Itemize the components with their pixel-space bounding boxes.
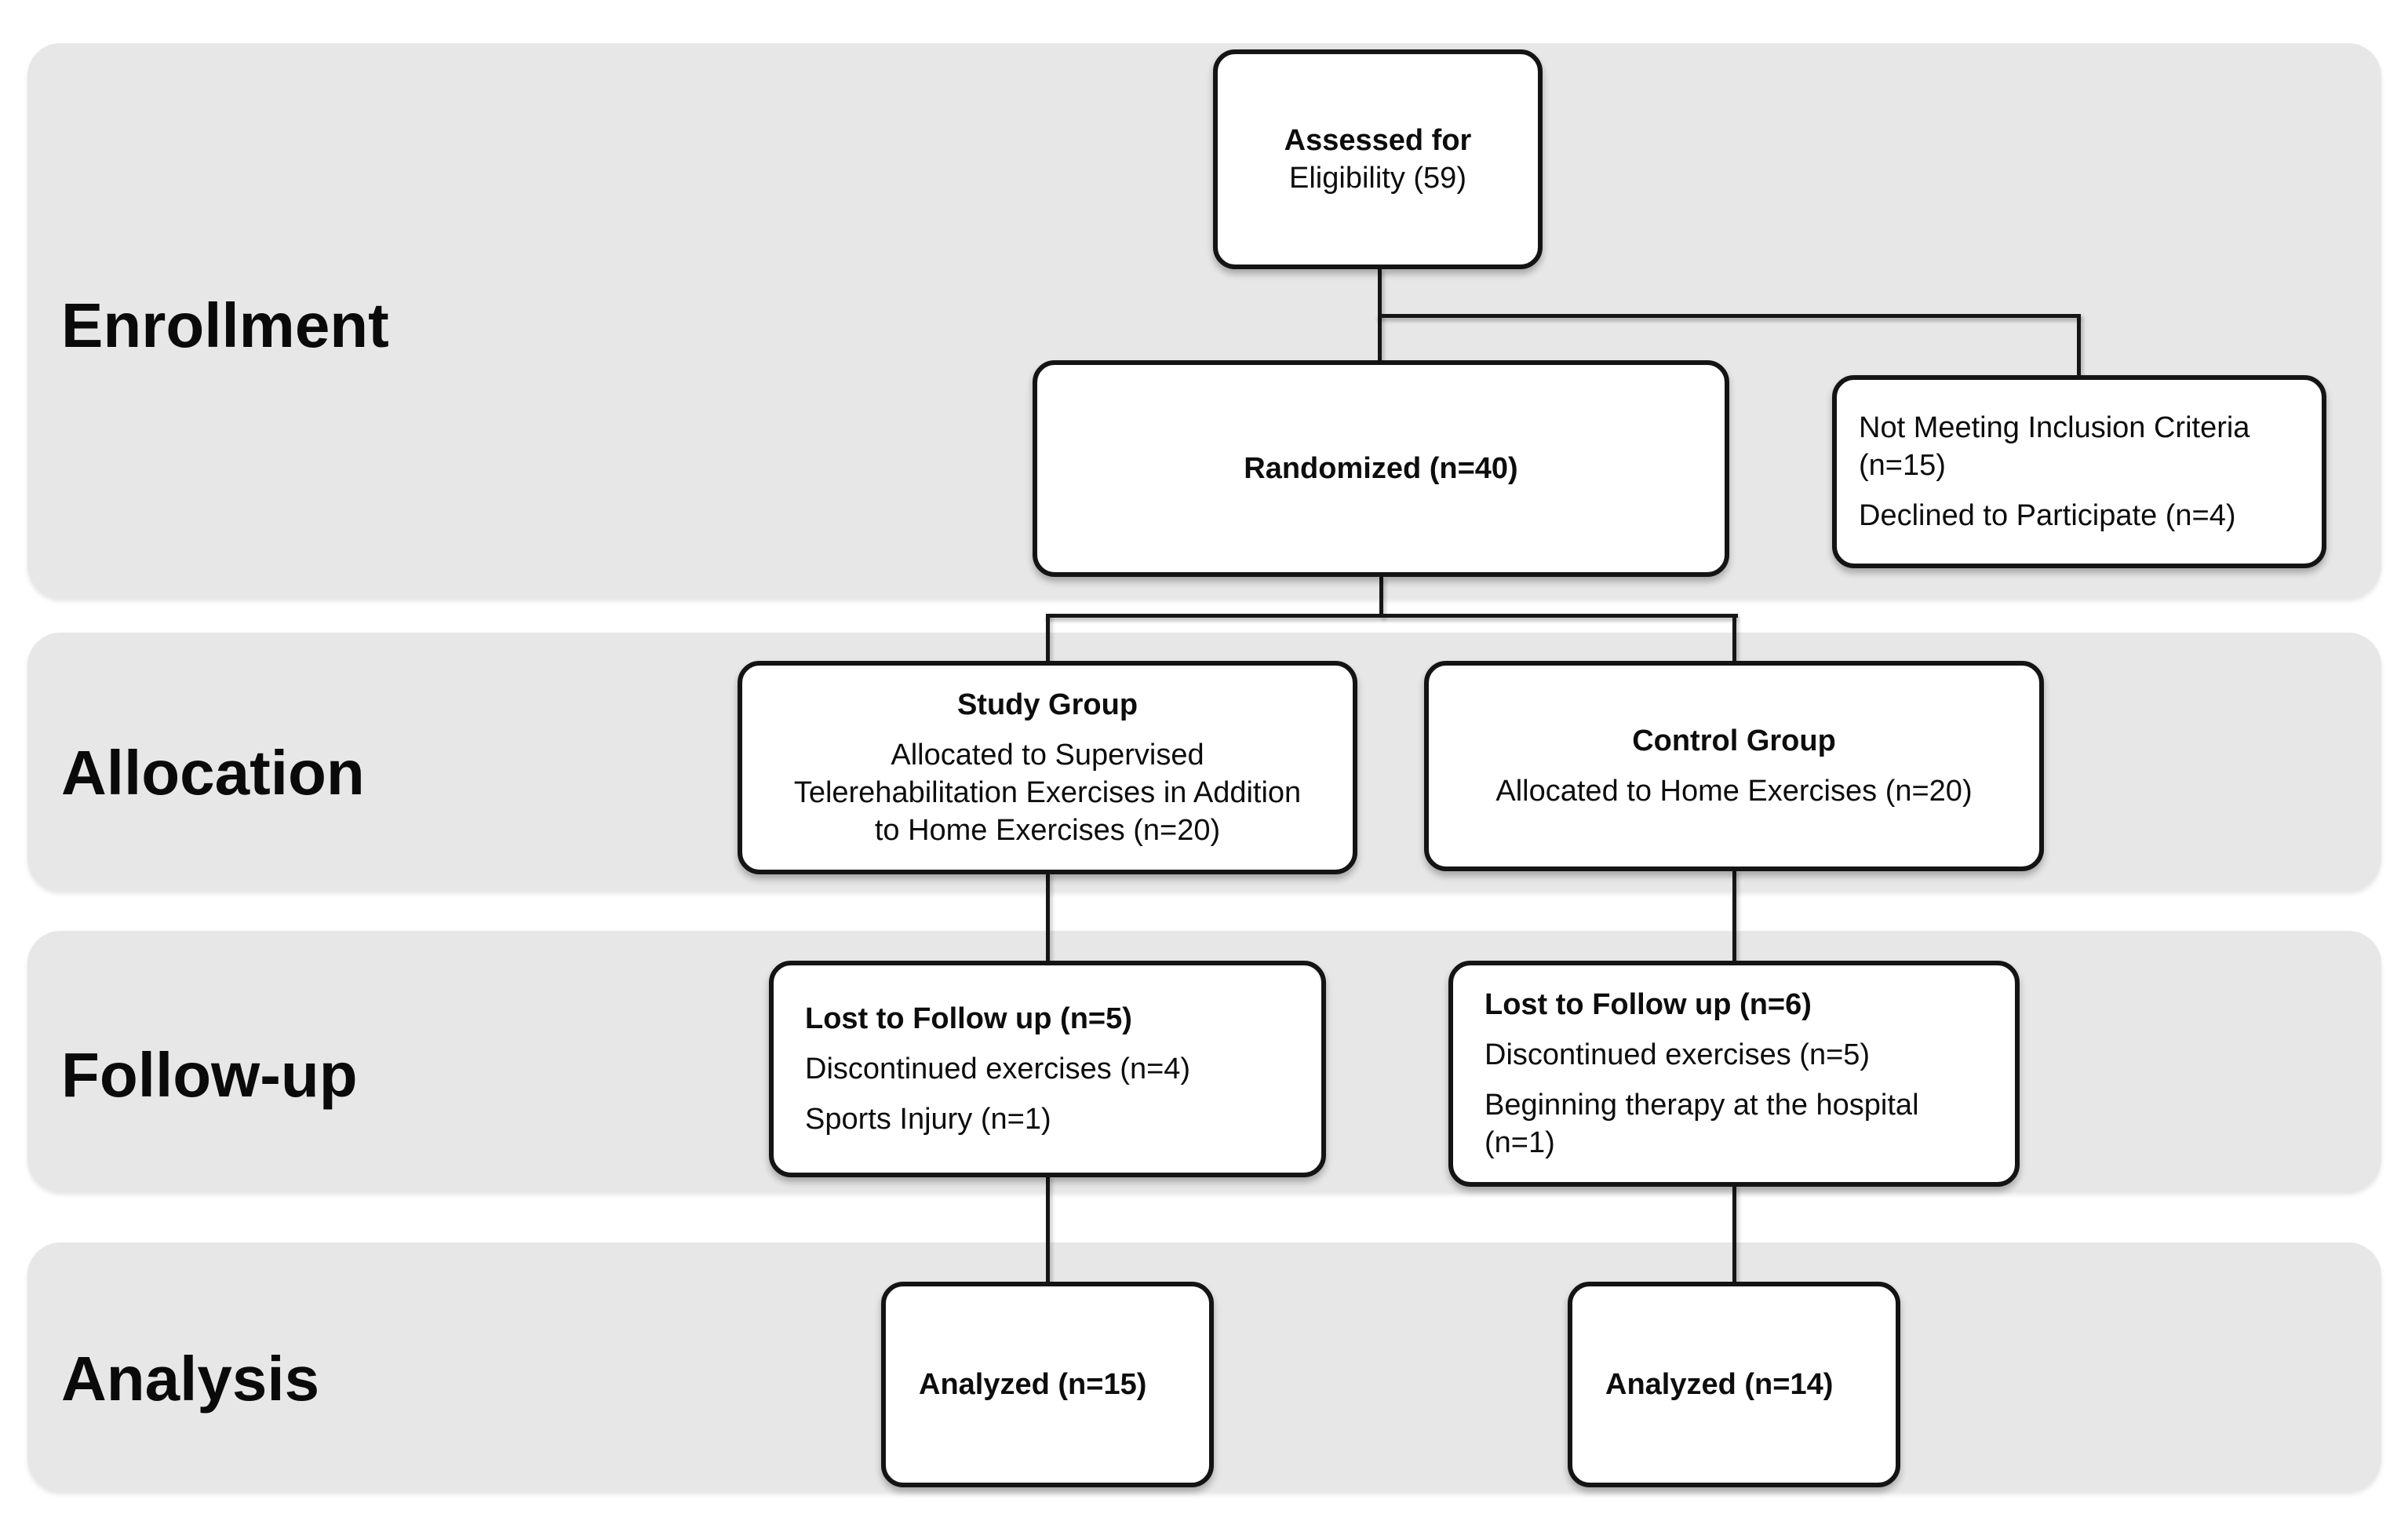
followup-study-reason-1: Discontinued exercises (n=4)	[805, 1053, 1191, 1085]
randomized-title: Randomized (n=40)	[1244, 452, 1518, 485]
box-control-group: Control Group Allocated to Home Exercise…	[1424, 661, 2044, 871]
phase-label-enrollment: Enrollment	[61, 290, 389, 360]
control-group-title: Control Group	[1632, 724, 1836, 757]
study-group-body-line-3: to Home Exercises (n=20)	[874, 814, 1221, 847]
connector-randomized-to-split	[1379, 577, 1383, 618]
followup-control-title: Lost to Follow up (n=6)	[1485, 988, 1812, 1021]
analyzed-study-title: Analyzed (n=15)	[919, 1368, 1147, 1401]
excluded-reason-2: Declined to Participate (n=4)	[1859, 499, 2236, 532]
study-group-body-line-2: Telerehabilitation Exercises in Addition	[793, 776, 1302, 809]
followup-study-reason-2: Sports Injury (n=1)	[805, 1103, 1051, 1136]
study-group-body: Allocated to Supervised Telerehabilitati…	[794, 736, 1301, 849]
study-group-body-line-1: Allocated to Supervised	[891, 739, 1204, 772]
followup-control-reason-2: Beginning therapy at the hospital (n=1)	[1485, 1086, 1984, 1162]
excluded-reason-1-line-2: (n=15)	[1859, 449, 1946, 482]
phase-label-allocation: Allocation	[61, 738, 365, 808]
phase-label-follow-up: Follow-up	[61, 1040, 358, 1110]
connector-followup-to-analyzed-study	[1046, 1176, 1050, 1285]
box-study-group: Study Group Allocated to Supervised Tele…	[738, 661, 1357, 874]
connector-control-to-followup	[1732, 870, 1736, 964]
excluded-reason-1-line-1: Not Meeting Inclusion Criteria	[1859, 411, 2250, 444]
box-analyzed-study: Analyzed (n=15)	[881, 1282, 1214, 1487]
connector-split-to-control	[1732, 614, 1736, 664]
assessed-subtitle: Eligibility (59)	[1289, 162, 1466, 195]
box-randomized: Randomized (n=40)	[1033, 360, 1729, 577]
connector-followup-to-analyzed-control	[1732, 1185, 1736, 1285]
study-group-title: Study Group	[956, 688, 1138, 721]
followup-control-reason-2-line-2: (n=1)	[1485, 1126, 1555, 1159]
box-assessed-for-eligibility: Assessed for Eligibility (59)	[1213, 49, 1543, 269]
followup-control-reason-2-line-1: Beginning therapy at the hospital	[1485, 1089, 1919, 1122]
connector-split-to-study	[1046, 614, 1050, 664]
connector-branch-to-excluded	[1378, 314, 2081, 318]
excluded-reason-1: Not Meeting Inclusion Criteria (n=15)	[1859, 409, 2300, 484]
box-analyzed-control: Analyzed (n=14)	[1568, 1282, 1900, 1487]
box-followup-study: Lost to Follow up (n=5) Discontinued exe…	[769, 961, 1326, 1177]
connector-down-to-excluded	[2077, 314, 2081, 378]
analyzed-control-title: Analyzed (n=14)	[1605, 1368, 1834, 1401]
box-followup-control: Lost to Follow up (n=6) Discontinued exe…	[1448, 961, 2020, 1187]
box-excluded: Not Meeting Inclusion Criteria (n=15) De…	[1832, 375, 2326, 568]
phase-label-analysis: Analysis	[61, 1344, 320, 1414]
connector-split-bar	[1046, 614, 1738, 618]
control-group-body: Allocated to Home Exercises (n=20)	[1495, 775, 1973, 808]
followup-control-reason-1: Discontinued exercises (n=5)	[1485, 1038, 1871, 1071]
followup-study-title: Lost to Follow up (n=5)	[805, 1002, 1132, 1035]
connector-study-to-followup	[1046, 873, 1050, 964]
assessed-title: Assessed for	[1284, 124, 1472, 157]
